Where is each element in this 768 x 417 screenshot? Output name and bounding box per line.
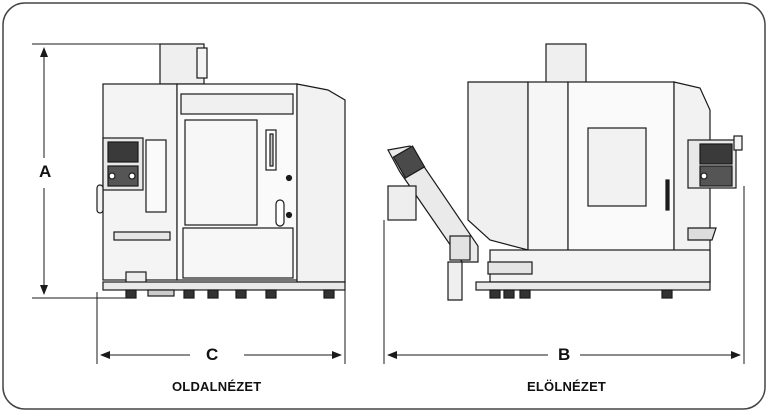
outer-border bbox=[2, 2, 766, 410]
side-view-caption: OLDALNÉZET bbox=[172, 379, 262, 394]
dimension-b-label: B bbox=[554, 345, 575, 365]
dimension-c-label: C bbox=[202, 345, 223, 365]
front-view-machine bbox=[387, 43, 743, 301]
dimension-a-label: A bbox=[35, 162, 56, 182]
side-view-machine bbox=[96, 43, 346, 299]
dimension-a bbox=[32, 43, 172, 299]
dimension-c bbox=[96, 290, 346, 364]
dimension-b bbox=[383, 186, 745, 364]
front-view-caption: ELÖLNÉZET bbox=[527, 379, 607, 394]
